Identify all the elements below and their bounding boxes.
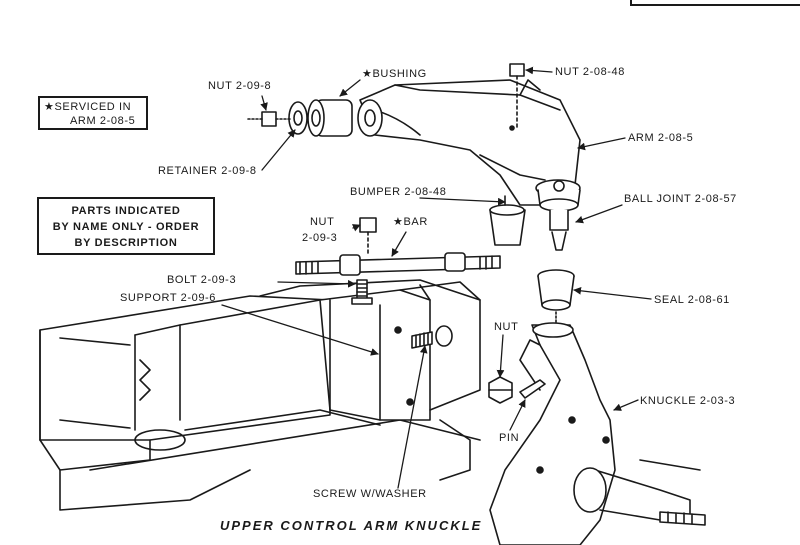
upper-control-arm: [357, 79, 581, 206]
parts-line-2: BY NAME ONLY - ORDER: [52, 221, 200, 233]
diagram-title: UPPER CONTROL ARM KNUCKLE: [220, 518, 483, 533]
label-support: SUPPORT 2-09-6: [120, 292, 217, 304]
parts-indicated-note: PARTS INDICATED BY NAME ONLY - ORDER BY …: [37, 197, 215, 255]
star-icon: ★: [393, 216, 404, 228]
parts-line-1: PARTS INDICATED: [71, 205, 181, 217]
bumper-assembly: [489, 63, 526, 246]
label-nut-bar-2: 2-09-3: [302, 232, 338, 244]
serviced-in-note: ★SERVICED IN ARM 2-08-5: [38, 96, 148, 130]
label-pin: PIN: [499, 432, 520, 444]
label-retainer: RETAINER 2-09-8: [158, 165, 257, 177]
castle-nut-pin: [488, 376, 546, 404]
label-ball-joint: BALL JOINT 2-08-57: [624, 193, 737, 205]
label-screw-washer: SCREW W/WASHER: [313, 488, 427, 500]
screw-washer-part: [411, 325, 453, 349]
leader-lines: [221, 66, 652, 489]
label-bar: ★BAR: [393, 216, 428, 228]
parts-line-3: BY DESCRIPTION: [74, 237, 178, 249]
label-nut-2-08-48: NUT 2-08-48: [555, 66, 625, 78]
bolt-part: [351, 279, 373, 305]
label-arm: ARM 2-08-5: [628, 132, 694, 144]
star-icon: ★: [44, 101, 55, 113]
top-frame-corner: [630, 0, 800, 6]
label-bumper: BUMPER 2-08-48: [350, 186, 447, 198]
ball-joint: [535, 179, 581, 251]
bushing-assembly: [247, 99, 353, 137]
label-seal: SEAL 2-08-61: [654, 294, 730, 306]
seal-part: [537, 269, 575, 323]
star-icon: ★: [362, 68, 373, 80]
label-bolt: BOLT 2-09-3: [167, 274, 237, 286]
steering-knuckle: [489, 322, 706, 545]
serviced-line-2: ARM 2-08-5: [70, 115, 136, 127]
serviced-line-1: SERVICED IN: [54, 101, 132, 113]
label-nut: NUT: [494, 321, 519, 333]
bar-part: [295, 217, 501, 276]
label-nut-bar-1: NUT: [310, 216, 335, 228]
label-bushing: ★BUSHING: [362, 68, 427, 80]
label-knuckle: KNUCKLE 2-03-3: [640, 395, 736, 407]
label-nut-2-09-8: NUT 2-09-8: [208, 80, 272, 92]
